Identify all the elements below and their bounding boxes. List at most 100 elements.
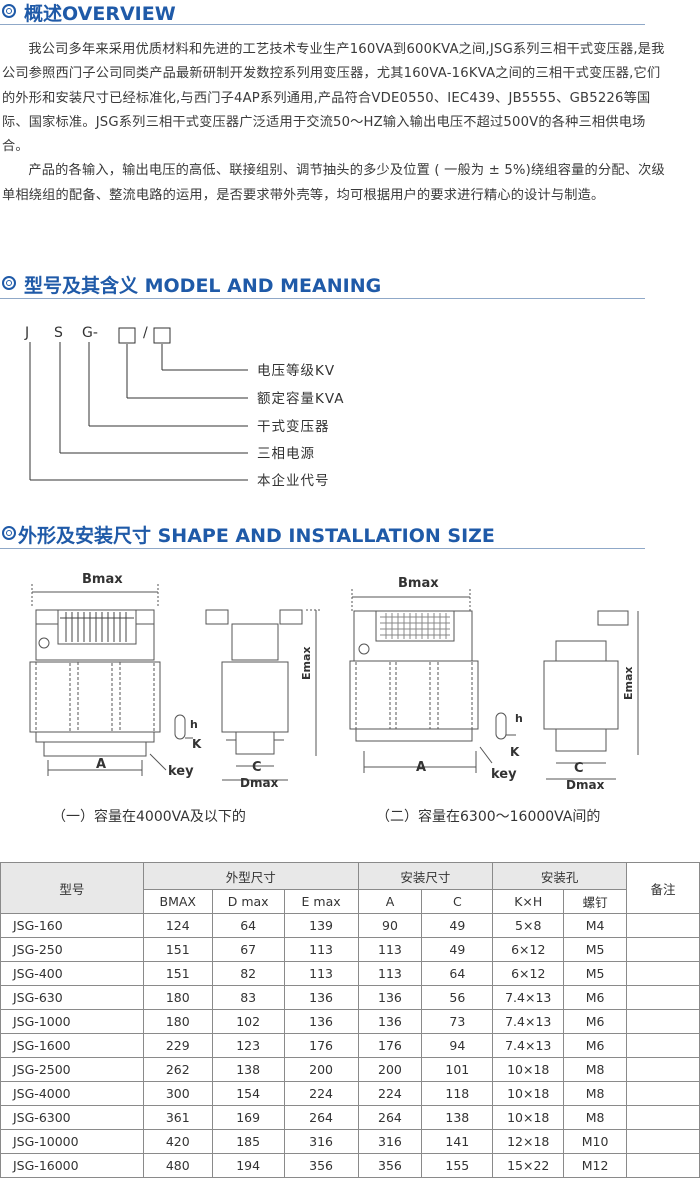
model-heading: 型号及其含义 MODEL AND MEANING: [24, 275, 382, 297]
cell-c: 49: [421, 937, 494, 962]
cell-a: 224: [357, 1081, 423, 1106]
cell-note: [626, 1153, 700, 1178]
emax-label-1: Emax: [300, 646, 313, 681]
cell-c: 101: [421, 1057, 494, 1082]
caption-large: （二）容量在6300～16000VA间的: [376, 809, 601, 825]
cell-model: JSG-4000: [0, 1081, 144, 1106]
cell-model: JSG-6300: [0, 1105, 144, 1130]
cell-model: JSG-16000: [0, 1153, 144, 1178]
cell-c: 155: [421, 1153, 494, 1178]
cell-note: [626, 1129, 700, 1154]
cell-screw: M12: [563, 1153, 628, 1178]
cell-c: 56: [421, 985, 494, 1010]
cell-note: [626, 985, 700, 1010]
a-label-1: A: [96, 757, 107, 772]
drawing-small-transformer: [29, 584, 322, 781]
overview-paragraph-1: 我公司多年来采用优质材料和先进的工艺技术专业生产160VA到600KVA之间,J…: [2, 42, 665, 155]
cell-a: 356: [357, 1153, 423, 1178]
cell-c: 49: [421, 913, 494, 938]
header-install-hole: 安装孔: [492, 862, 628, 890]
cell-a: 113: [357, 937, 423, 962]
cell-kxh: 5×8: [492, 913, 565, 938]
key-label-2: key: [491, 767, 517, 782]
cell-kxh: 15×22: [492, 1153, 565, 1178]
cell-screw: M8: [563, 1057, 628, 1082]
cell-screw: M10: [563, 1129, 628, 1154]
a-label-2: A: [416, 760, 427, 775]
cell-note: [626, 1009, 700, 1034]
cell-emax: 264: [283, 1105, 359, 1130]
cell-kxh: 6×12: [492, 961, 565, 986]
cell-note: [626, 1033, 700, 1058]
overview-text: 我公司多年来采用优质材料和先进的工艺技术专业生产160VA到600KVA之间,J…: [2, 38, 666, 208]
cell-c: 73: [421, 1009, 494, 1034]
cell-c: 64: [421, 961, 494, 986]
drawing-large-transformer: [349, 589, 639, 780]
meaning-company-code: 本企业代号: [257, 473, 330, 489]
k-label-2: K: [510, 745, 520, 759]
overview-heading: 概述OVERVIEW: [24, 3, 176, 25]
cell-kxh: 12×18: [492, 1129, 565, 1154]
cell-emax: 136: [283, 1009, 359, 1034]
cell-bmax: 180: [142, 1009, 213, 1034]
cell-model: JSG-250: [0, 937, 144, 962]
c-label-1: C: [252, 760, 262, 775]
cell-a: 136: [357, 1009, 423, 1034]
cell-bmax: 229: [142, 1033, 213, 1058]
cell-note: [626, 913, 700, 938]
header-model: 型号: [0, 862, 144, 914]
meaning-dry-type: 干式变压器: [257, 419, 330, 435]
cell-dmax: 185: [211, 1129, 285, 1154]
cell-c: 138: [421, 1105, 494, 1130]
cell-kxh: 10×18: [492, 1105, 565, 1130]
ground-symbol-icon: [38, 637, 50, 649]
dmax-label-1: Dmax: [240, 776, 279, 790]
cell-screw: M8: [563, 1105, 628, 1130]
dmax-label-2: Dmax: [566, 778, 605, 792]
cell-c: 118: [421, 1081, 494, 1106]
cell-dmax: 194: [211, 1153, 285, 1178]
key-label-1: key: [168, 764, 194, 779]
emax-label-2: Emax: [622, 666, 635, 701]
bullet-ring-icon: [2, 276, 16, 290]
cell-note: [626, 961, 700, 986]
cell-bmax: 124: [142, 913, 213, 938]
cell-bmax: 480: [142, 1153, 213, 1178]
cell-screw: M6: [563, 1009, 628, 1034]
bullet-ring-icon: [2, 526, 16, 540]
cell-dmax: 64: [211, 913, 285, 938]
bmax-label-2: Bmax: [398, 576, 439, 591]
cell-model: JSG-1000: [0, 1009, 144, 1034]
c-label-2: C: [574, 761, 584, 776]
cell-model: JSG-400: [0, 961, 144, 986]
cell-a: 200: [357, 1057, 423, 1082]
bmax-label-1: Bmax: [82, 572, 123, 587]
cell-kxh: 7.4×13: [492, 985, 565, 1010]
cell-bmax: 300: [142, 1081, 213, 1106]
spec-table: 型号 外型尺寸 安装尺寸 安装孔 备注 BMAX D max E max A C…: [0, 862, 700, 1178]
cell-dmax: 138: [211, 1057, 285, 1082]
cell-dmax: 102: [211, 1009, 285, 1034]
cell-kxh: 10×18: [492, 1057, 565, 1082]
cell-note: [626, 1081, 700, 1106]
cell-screw: M8: [563, 1081, 628, 1106]
cell-emax: 200: [283, 1057, 359, 1082]
cell-bmax: 151: [142, 937, 213, 962]
meaning-capacity: 额定容量KVA: [257, 391, 345, 407]
cell-a: 113: [357, 961, 423, 986]
cell-bmax: 262: [142, 1057, 213, 1082]
cell-model: JSG-10000: [0, 1129, 144, 1154]
cell-emax: 136: [283, 985, 359, 1010]
cell-dmax: 123: [211, 1033, 285, 1058]
meaning-three-phase: 三相电源: [257, 446, 315, 462]
cell-emax: 113: [283, 937, 359, 962]
header-outer-size: 外型尺寸: [142, 862, 359, 890]
model-code-diagram: [29, 327, 248, 481]
cell-emax: 316: [283, 1129, 359, 1154]
overview-paragraph-2: 产品的各输入，输出电压的高低、联接组别、调节抽头的多少及位置 ( 一般为 ± 5…: [2, 163, 665, 203]
cell-emax: 356: [283, 1153, 359, 1178]
